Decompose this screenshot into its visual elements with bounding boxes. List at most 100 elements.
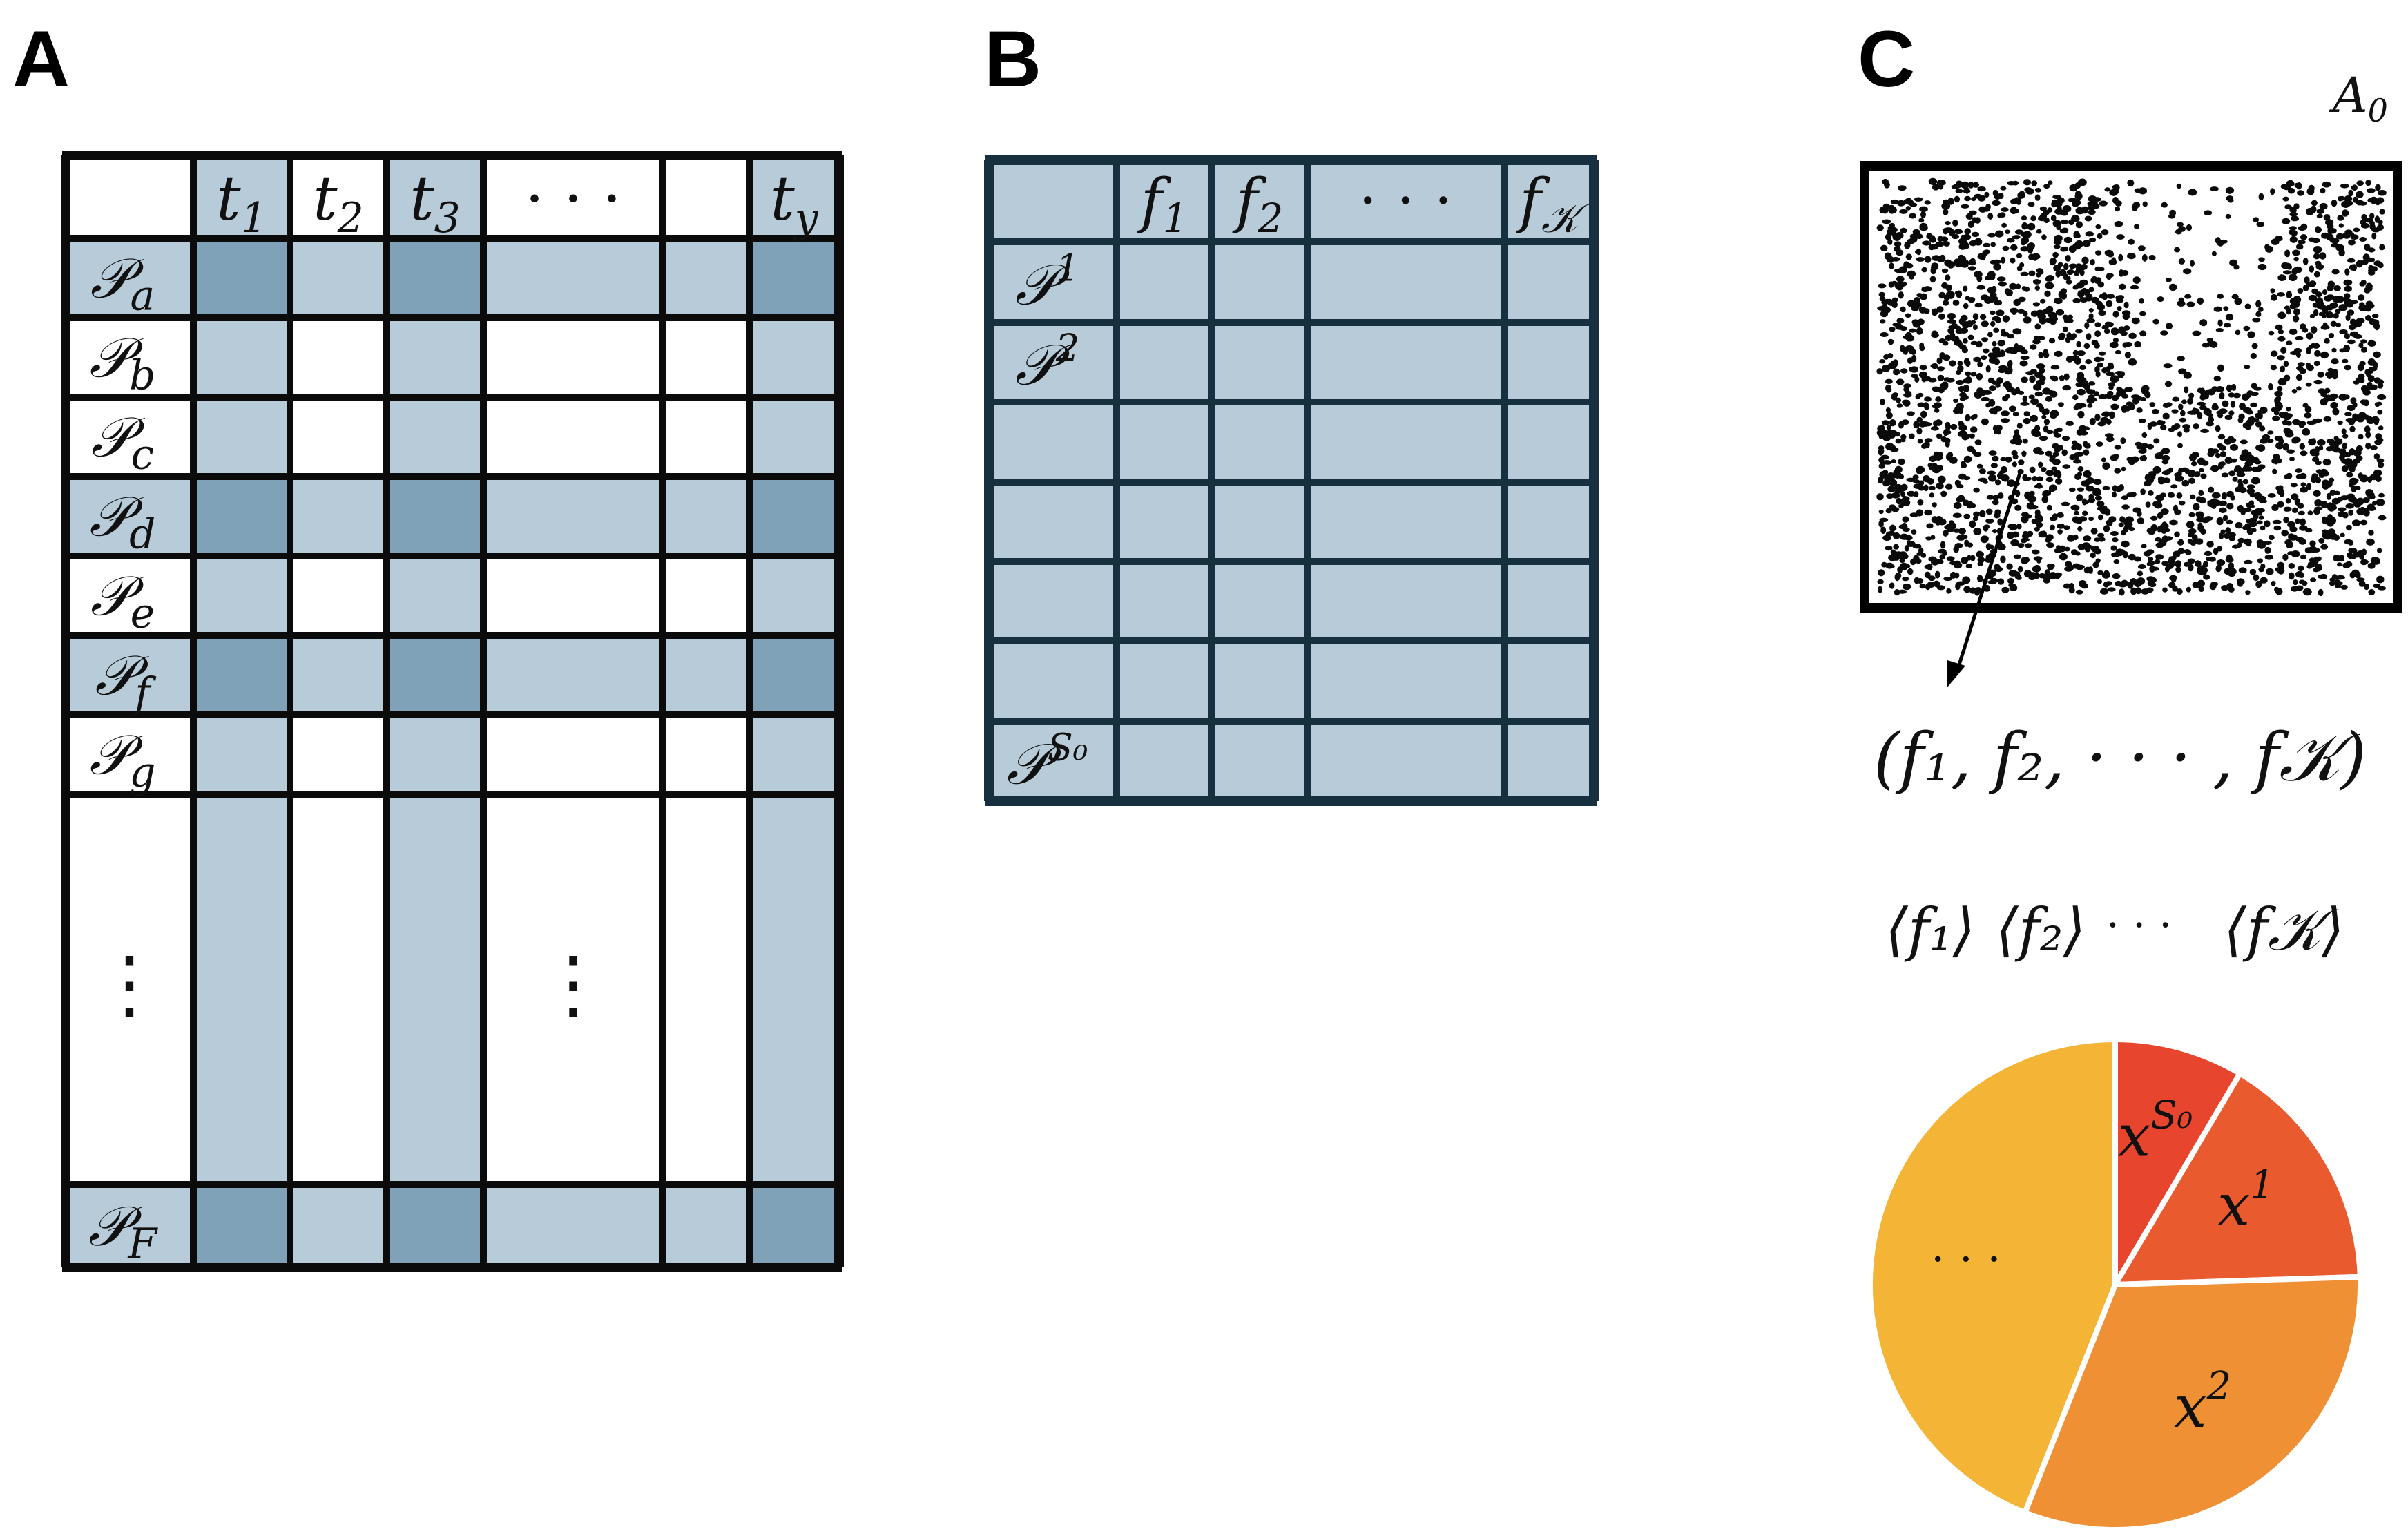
sample-dot <box>2054 350 2063 357</box>
sample-dot <box>2148 490 2154 496</box>
sample-dot <box>2127 581 2134 589</box>
sample-dot <box>1901 419 1909 425</box>
sample-dot <box>2119 484 2124 491</box>
sample-dot <box>2222 400 2229 407</box>
sample-dot <box>2367 506 2376 511</box>
sample-dot <box>2225 527 2231 534</box>
sample-dot <box>1995 317 2001 323</box>
sample-dot <box>1932 502 1937 508</box>
sample-dot <box>2324 387 2331 394</box>
sample-dot <box>1994 230 2004 238</box>
sample-dot <box>1970 555 1976 561</box>
sample-dot <box>2329 580 2335 586</box>
sample-dot <box>2053 265 2061 272</box>
sample-dot <box>2217 434 2226 440</box>
sample-dot <box>1919 365 1927 371</box>
sample-dot <box>1891 492 1900 499</box>
sample-dot <box>2286 449 2295 454</box>
column-label-1: t2 <box>313 163 364 242</box>
sample-dot <box>1983 390 1992 395</box>
sample-dot <box>2054 297 2063 305</box>
sample-dot <box>2268 535 2275 541</box>
sample-dot <box>1928 177 1938 185</box>
sample-dot <box>2339 329 2348 334</box>
sample-dot <box>2308 184 2315 193</box>
sample-dot <box>2148 255 2156 261</box>
sample-dot <box>2286 264 2292 270</box>
sample-dot <box>1965 295 1970 301</box>
sample-dot <box>2134 579 2142 588</box>
sample-dot <box>1880 526 1887 535</box>
sample-dot <box>2228 470 2236 477</box>
sample-dot <box>1943 428 1949 436</box>
sample-dot <box>2258 515 2264 520</box>
sample-dot <box>2268 383 2273 391</box>
sample-dot <box>1923 286 1932 292</box>
sample-dot <box>2377 410 2383 415</box>
sample-dot <box>1885 531 1891 538</box>
sample-dot <box>1985 365 1991 373</box>
sample-dot <box>1899 209 1908 214</box>
sample-dot <box>1937 475 1946 483</box>
image-label: A0 <box>2329 67 2388 129</box>
sample-dot <box>2283 270 2292 275</box>
sample-dot <box>2052 376 2059 382</box>
sample-dot <box>1887 472 1895 477</box>
sample-dot <box>2226 314 2234 321</box>
sample-dot <box>2005 394 2010 399</box>
sample-dot <box>2204 389 2213 395</box>
sample-dot <box>2048 572 2057 579</box>
sample-dot <box>2063 262 2069 271</box>
sample-dot <box>2081 383 2088 389</box>
sample-dot <box>1906 411 1915 416</box>
sample-dot <box>1914 302 1922 309</box>
sample-dot <box>1932 386 1940 392</box>
sample-dot <box>2329 477 2335 483</box>
sample-dot <box>1934 570 1940 579</box>
sample-dot <box>2104 249 2114 256</box>
sample-dot <box>1973 511 1981 517</box>
sample-dot <box>2060 220 2069 224</box>
sample-dot <box>2131 204 2138 211</box>
sample-dot <box>2041 530 2047 538</box>
sample-dot <box>2342 442 2347 450</box>
sample-dot <box>2309 265 2315 273</box>
sample-dot <box>2313 568 2320 573</box>
sample-dot <box>2149 402 2156 407</box>
sample-dot <box>2128 238 2135 245</box>
sample-dot <box>2283 411 2289 419</box>
sample-dot <box>2320 398 2328 406</box>
sample-dot <box>1972 324 1978 331</box>
sample-image-dots <box>1876 177 2387 597</box>
sample-dot <box>1954 479 1961 487</box>
sample-dot <box>2341 465 2349 472</box>
sample-dot <box>1891 297 1898 303</box>
sample-dot <box>2081 583 2089 589</box>
sample-dot <box>1880 399 1885 405</box>
sample-dot <box>2059 375 2065 381</box>
sample-dot <box>2115 349 2121 355</box>
sample-dot <box>2275 485 2283 491</box>
sample-dot <box>1992 200 2001 207</box>
sample-dot <box>2219 507 2227 513</box>
sample-dot <box>1880 306 1889 311</box>
sample-dot <box>2219 392 2225 400</box>
sample-dot <box>2063 525 2070 530</box>
sample-dot <box>1901 522 1907 529</box>
sample-dot <box>2138 418 2146 423</box>
row-header-cell <box>66 477 193 556</box>
sample-dot <box>2306 347 2311 354</box>
sample-dot <box>2257 541 2266 549</box>
sample-dot <box>2075 329 2083 334</box>
sample-dot <box>1990 310 1996 316</box>
sample-dot <box>2322 289 2328 295</box>
sample-dot <box>2112 492 2117 498</box>
sample-dot <box>2160 508 2169 515</box>
sample-dot <box>2004 229 2011 235</box>
sample-dot <box>1954 406 1960 412</box>
sample-dot <box>2264 520 2271 528</box>
sample-dot <box>1899 562 1909 570</box>
sample-dot <box>2307 510 2313 516</box>
sample-dot <box>2106 273 2112 280</box>
sample-dot <box>1974 271 1983 278</box>
